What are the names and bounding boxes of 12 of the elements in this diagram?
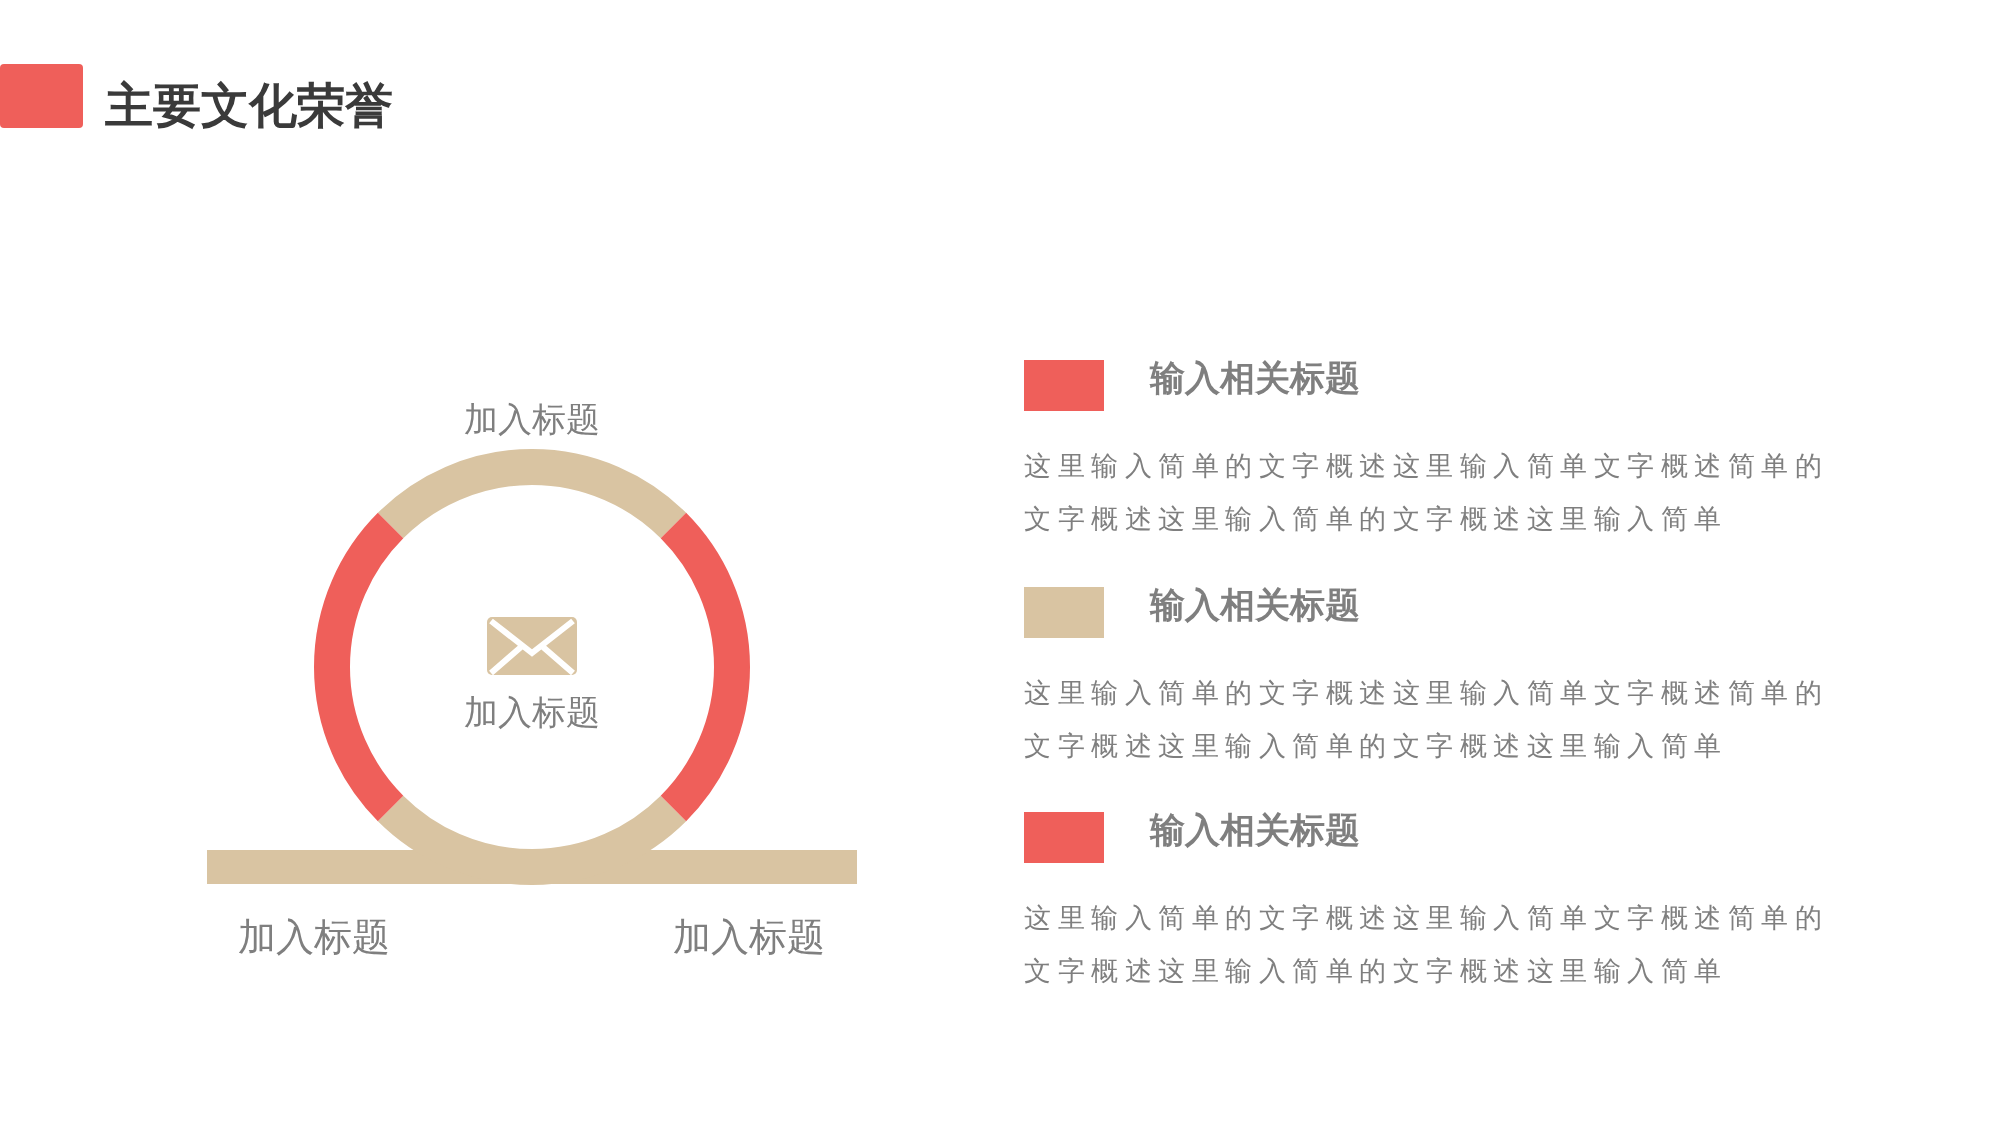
bottom-right-label: 加入标题 bbox=[672, 914, 826, 961]
item-heading: 输入相关标题 bbox=[1150, 357, 1360, 400]
title: 主要文化荣誉 bbox=[105, 76, 393, 135]
item-heading: 输入相关标题 bbox=[1150, 584, 1360, 627]
bottom-left-label: 加入标题 bbox=[237, 914, 391, 961]
description-text: 这里输入简单的文字概述这里输入简单文字概述简单的文字概述这里输入简单的文字概述这里输入简单 bbox=[1024, 449, 1829, 536]
item-heading: 输入相关标题 bbox=[1150, 809, 1360, 852]
description-text: 这里输入简单的文字概述这里输入简单文字概述简单的文字概述这里输入简单的文字概述这里输入简单 bbox=[1024, 676, 1829, 763]
ring-label: 加入标题 bbox=[463, 691, 601, 734]
top-label: 加入标题 bbox=[463, 398, 601, 441]
description-text: 这里输入简单的文字概述这里输入简单文字概述简单的文字概述这里输入简单的文字概述这里输入简单 bbox=[1024, 901, 1829, 988]
ring-drawing bbox=[207, 449, 857, 885]
